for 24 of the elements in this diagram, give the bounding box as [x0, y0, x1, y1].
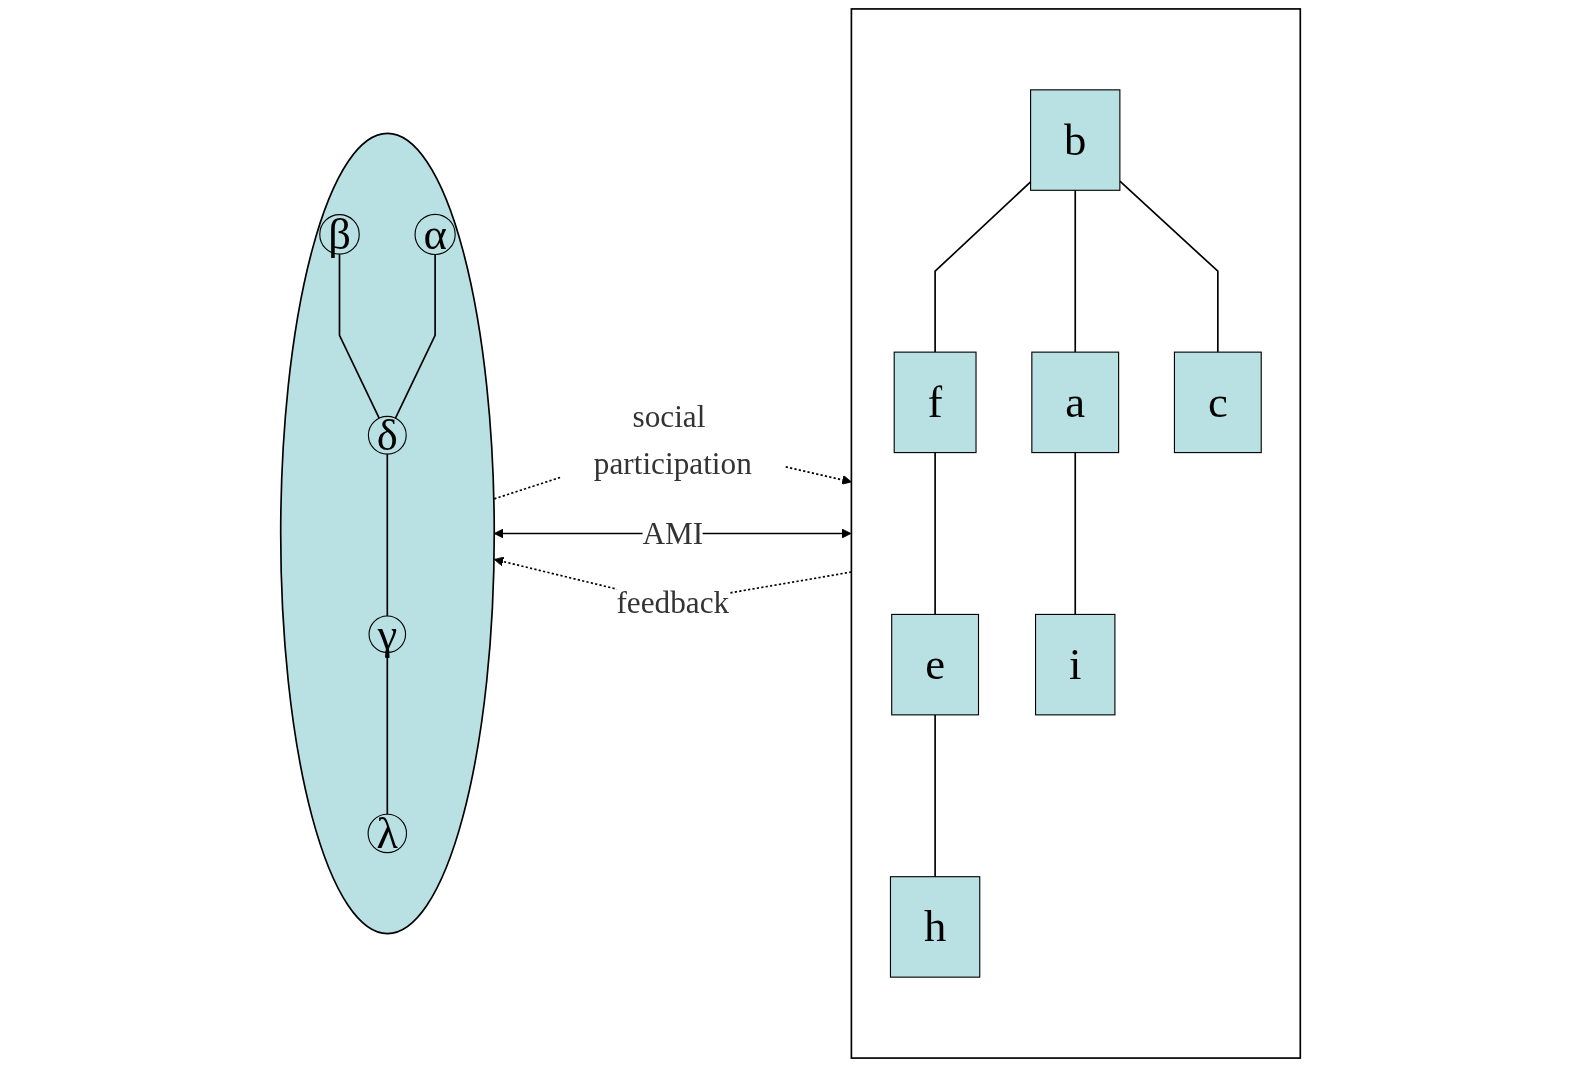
node-box: f: [893, 351, 977, 454]
node-box: h: [889, 876, 981, 978]
connector: [934, 451, 936, 616]
connector: [934, 714, 936, 878]
node-box: b: [1030, 89, 1121, 191]
connector: [386, 453, 389, 617]
node-circle: α: [414, 213, 456, 256]
connector: [394, 253, 436, 419]
node-label: γ: [377, 608, 398, 659]
edge-label: social participation: [593, 399, 752, 482]
connector: [1074, 451, 1077, 616]
node-box: e: [891, 613, 980, 716]
edge-label: AMI: [642, 515, 704, 551]
node-circle: δ: [367, 415, 407, 455]
connector: [1074, 189, 1077, 353]
node-box: a: [1031, 351, 1120, 454]
cluster: [850, 8, 1302, 1059]
node-box: i: [1035, 613, 1116, 716]
node-circle: λ: [367, 813, 408, 854]
cluster: [279, 132, 496, 935]
connector: [338, 253, 380, 419]
connector: [1119, 180, 1219, 353]
edge-label: feedback: [616, 584, 730, 620]
node-box: c: [1173, 351, 1262, 454]
